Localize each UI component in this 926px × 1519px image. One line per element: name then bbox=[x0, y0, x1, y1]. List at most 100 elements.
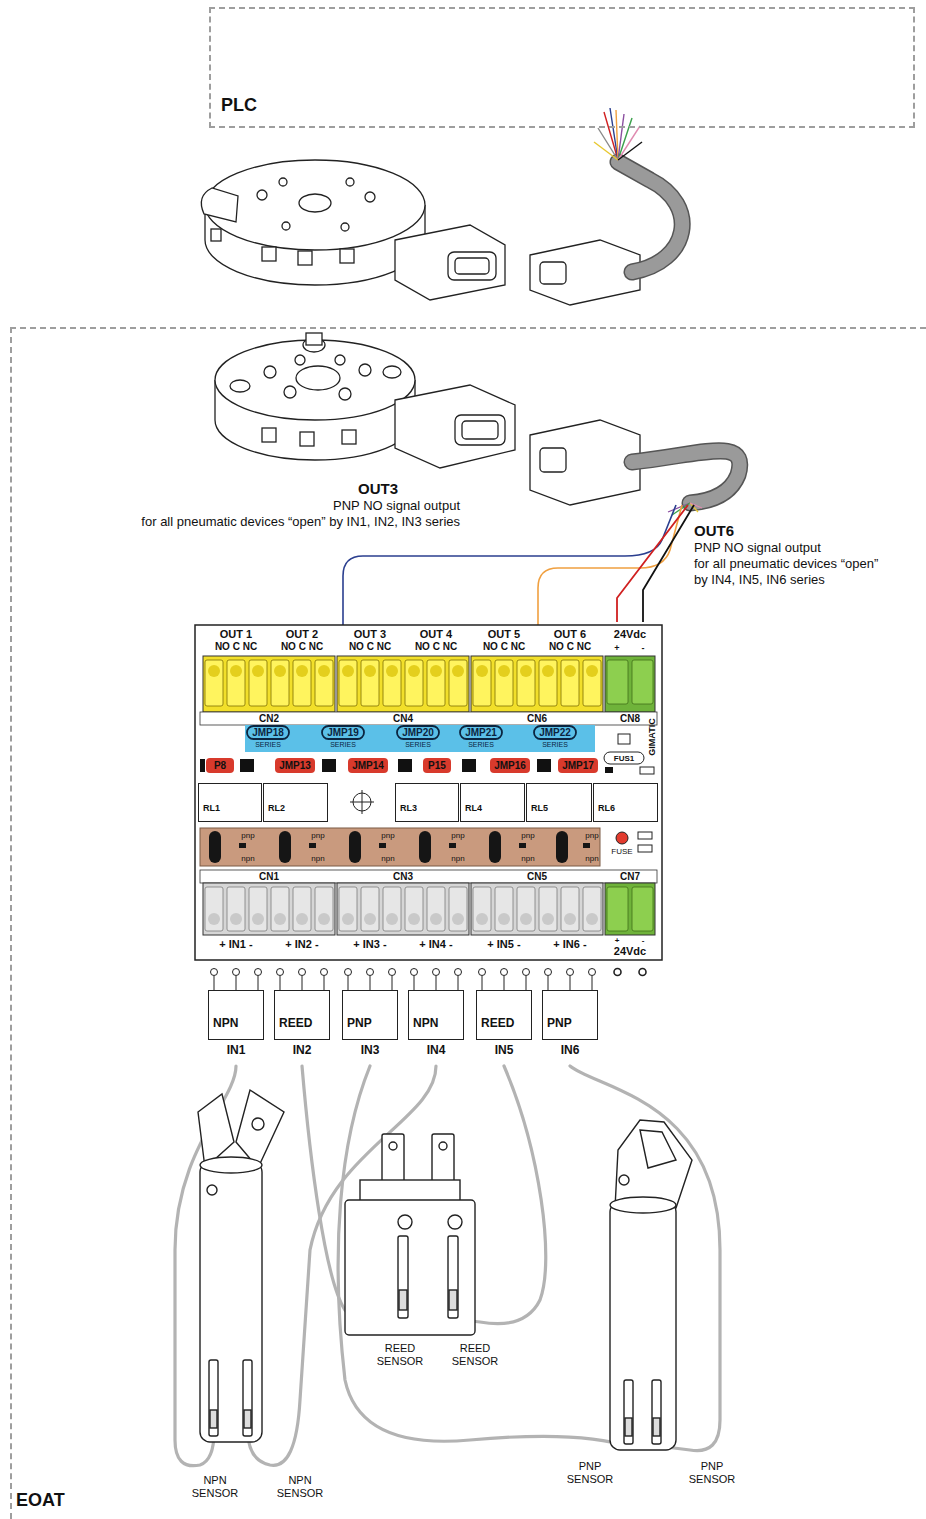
illustration-part bbox=[200, 828, 600, 866]
illustration-part bbox=[205, 160, 425, 250]
illustration-part bbox=[365, 192, 375, 202]
illustration-part bbox=[341, 223, 349, 231]
illustration-part bbox=[247, 726, 576, 739]
connector-label: CN7 bbox=[620, 871, 640, 883]
illustration-part bbox=[537, 759, 551, 772]
node-label: PLC bbox=[221, 95, 257, 116]
illustration-part bbox=[340, 249, 354, 263]
relay-box: RL3 bbox=[395, 783, 459, 822]
illustration-part bbox=[530, 240, 640, 305]
illustration-part bbox=[643, 505, 694, 622]
illustration-part bbox=[632, 451, 740, 503]
illustration-part bbox=[570, 1066, 720, 1451]
illustration-part bbox=[211, 229, 221, 241]
jumper-label: P15 bbox=[428, 760, 446, 772]
illustration-part bbox=[567, 969, 574, 976]
illustration-part bbox=[618, 126, 640, 160]
input-label: IN3 bbox=[361, 1044, 380, 1058]
fuse-label: FUS1 bbox=[614, 754, 634, 763]
node-label: RL1 bbox=[203, 803, 220, 813]
illustration-part bbox=[264, 366, 276, 378]
illustration-part bbox=[367, 969, 374, 976]
illustration-part bbox=[209, 831, 221, 863]
illustration-part bbox=[233, 969, 240, 976]
illustration-part bbox=[211, 969, 647, 976]
relay-box: RL6 bbox=[593, 783, 658, 822]
illustration-part bbox=[339, 388, 351, 400]
sensor-box: PNPIN3 bbox=[342, 990, 398, 1040]
relay-box: RL1 bbox=[198, 783, 262, 822]
illustration-part bbox=[604, 752, 644, 764]
node-label: NPN bbox=[413, 1017, 438, 1031]
illustration-part bbox=[209, 831, 590, 863]
illustration-part bbox=[200, 870, 657, 883]
illustration-part bbox=[239, 843, 246, 848]
jumper-label: JMP22 bbox=[539, 727, 571, 739]
illustration-part bbox=[236, 1090, 284, 1168]
contact-label: NO C NC bbox=[483, 641, 525, 653]
output-title: OUT6 bbox=[694, 522, 734, 539]
illustration-part bbox=[619, 1175, 629, 1185]
illustration-part bbox=[203, 656, 335, 712]
illustration-part bbox=[345, 1200, 475, 1335]
illustration-part bbox=[245, 725, 595, 752]
illustration-part bbox=[594, 142, 618, 160]
illustration-part bbox=[243, 1360, 252, 1436]
output-note: by IN4, IN5, IN6 series bbox=[694, 573, 825, 588]
illustration-part bbox=[299, 194, 331, 212]
illustration-part bbox=[203, 883, 335, 935]
illustration-part bbox=[448, 1236, 458, 1318]
illustration-part bbox=[598, 128, 618, 160]
input-label: + IN3 - bbox=[353, 938, 386, 951]
sensor-box: REEDIN5 bbox=[476, 990, 532, 1040]
jumper-label: JMP20 bbox=[402, 727, 434, 739]
illustration-part bbox=[240, 759, 254, 772]
input-label: + IN4 - bbox=[419, 938, 452, 951]
illustration-part bbox=[349, 831, 361, 863]
illustration-part bbox=[240, 759, 551, 772]
illustration-part bbox=[252, 1118, 264, 1130]
node-label: RL3 bbox=[400, 803, 417, 813]
illustration-part bbox=[345, 969, 352, 976]
illustration-part bbox=[195, 625, 662, 960]
illustration-part bbox=[201, 160, 640, 305]
jumper-mode-label: SERIES bbox=[405, 741, 431, 749]
illustration-part bbox=[379, 843, 386, 848]
contact-label: NO C NC bbox=[281, 641, 323, 653]
mode-label: npn bbox=[381, 854, 394, 863]
node-label: PNP bbox=[347, 1017, 372, 1031]
input-label: IN1 bbox=[227, 1044, 246, 1058]
illustration-part bbox=[439, 1142, 447, 1150]
polarity-sign: + bbox=[615, 936, 620, 945]
illustration-part bbox=[337, 883, 469, 935]
illustration-part bbox=[455, 969, 462, 976]
mode-label: npn bbox=[311, 854, 324, 863]
illustration-part bbox=[207, 1185, 217, 1195]
illustration-part bbox=[455, 258, 489, 274]
illustration-part bbox=[215, 333, 640, 505]
illustration-part bbox=[530, 420, 640, 505]
sensor-box: PNPIN6 bbox=[542, 990, 598, 1040]
illustration-part bbox=[423, 758, 451, 773]
illustration-part bbox=[300, 432, 314, 446]
input-label: IN5 bbox=[495, 1044, 514, 1058]
illustration-part bbox=[200, 759, 205, 772]
illustration-part bbox=[299, 969, 306, 976]
illustration-part bbox=[610, 1202, 676, 1450]
illustration-part bbox=[471, 656, 603, 712]
illustration-part bbox=[282, 222, 290, 230]
illustration-part bbox=[618, 162, 682, 272]
illustration-part bbox=[275, 758, 315, 773]
mode-label: pnp bbox=[381, 831, 394, 840]
jumper-label: P8 bbox=[214, 760, 226, 772]
illustration-part bbox=[200, 1157, 262, 1173]
jumper-label: JMP21 bbox=[465, 727, 497, 739]
illustration-part bbox=[201, 188, 238, 222]
node-label: RL4 bbox=[465, 803, 482, 813]
illustration-part bbox=[615, 1120, 692, 1208]
output-title: OUT3 bbox=[358, 480, 398, 497]
illustration-part bbox=[346, 178, 354, 186]
illustration-part bbox=[471, 883, 603, 935]
